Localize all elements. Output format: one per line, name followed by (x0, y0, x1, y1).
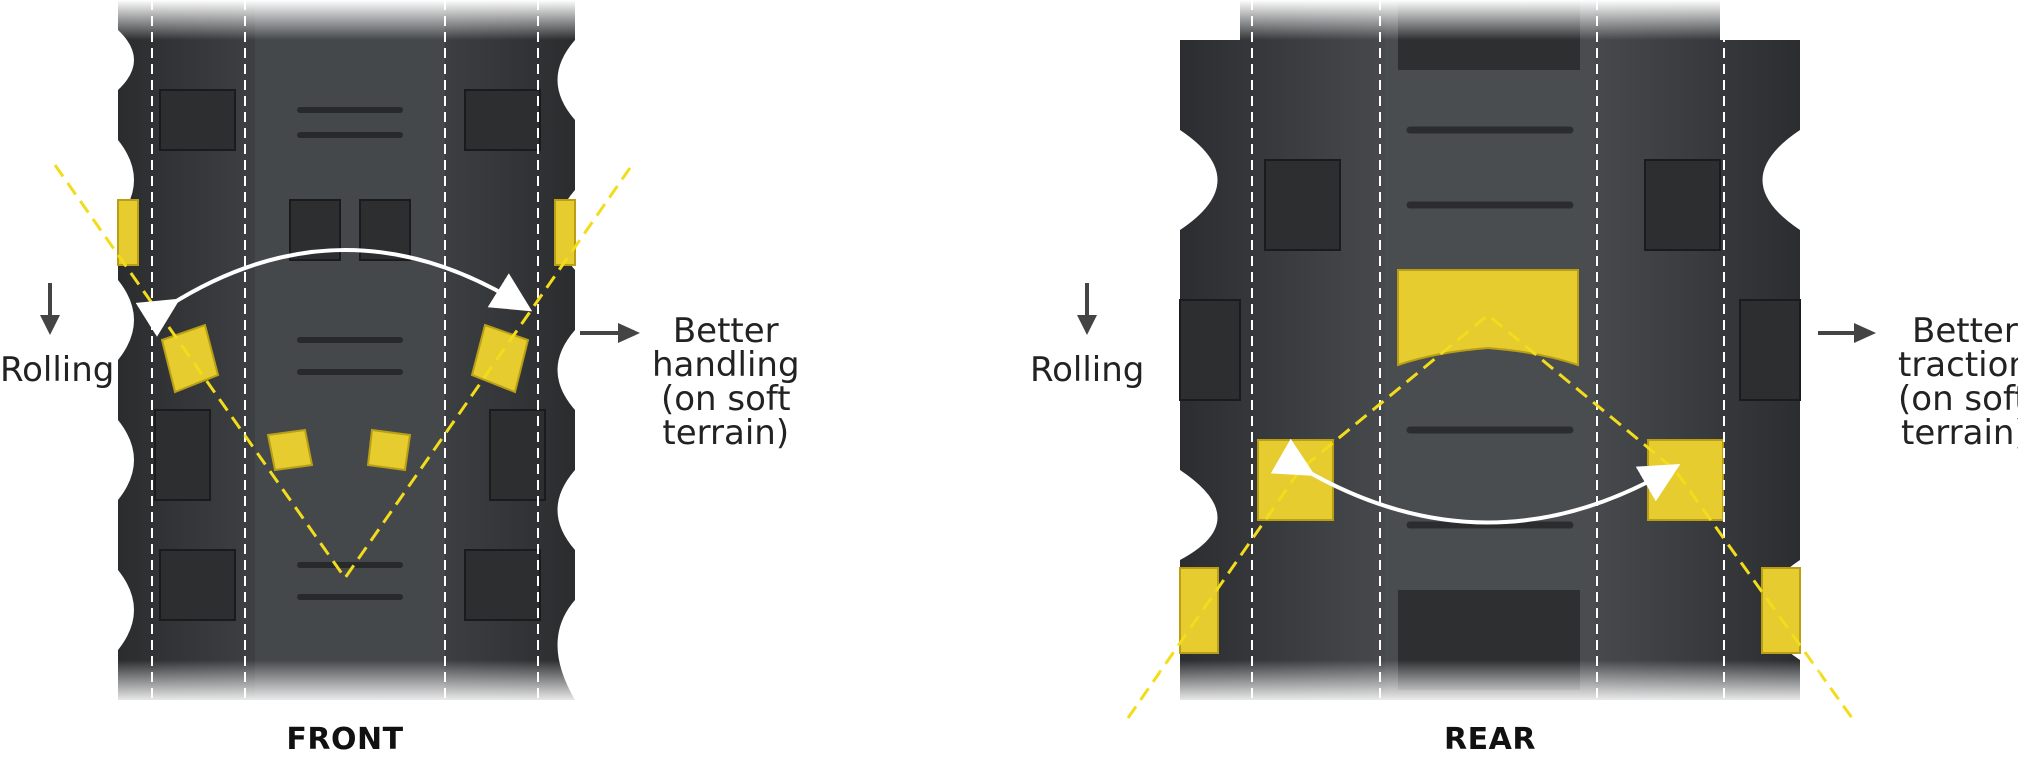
rear-benefit-line: traction (1898, 348, 2018, 382)
front-yellow-knob (118, 200, 138, 265)
front-yellow-knob (368, 430, 410, 470)
front-benefit-line: terrain) (652, 416, 800, 450)
front-benefit-line: Better (652, 314, 800, 348)
rear-yellow-knob (1180, 568, 1218, 653)
arrow-right-icon (580, 323, 640, 343)
front-title: FRONT (245, 722, 445, 757)
rear-benefit-text: Better traction (on soft terrain) (1898, 314, 2018, 450)
rear-benefit-line: terrain) (1898, 416, 2018, 450)
rear-tire (1128, 0, 1852, 718)
front-tire (55, 0, 632, 705)
front-benefit-line: (on soft (652, 382, 800, 416)
rear-title: REAR (1390, 722, 1590, 757)
front-benefit-text: Better handling (on soft terrain) (652, 314, 800, 450)
rear-yellow-knob (1762, 568, 1800, 653)
rear-benefit-line: (on soft (1898, 382, 2018, 416)
rear-yellow-knob (1648, 440, 1723, 520)
rear-benefit-line: Better (1898, 314, 2018, 348)
arrow-down-icon (1077, 283, 1097, 335)
rear-rolling-label: Rolling (1030, 353, 1144, 387)
front-benefit-line: handling (652, 348, 800, 382)
arrow-down-icon (40, 283, 60, 335)
front-yellow-knob (268, 430, 312, 470)
front-yellow-knob (555, 200, 575, 265)
front-rolling-label: Rolling (0, 353, 114, 387)
arrow-right-icon (1818, 323, 1876, 343)
